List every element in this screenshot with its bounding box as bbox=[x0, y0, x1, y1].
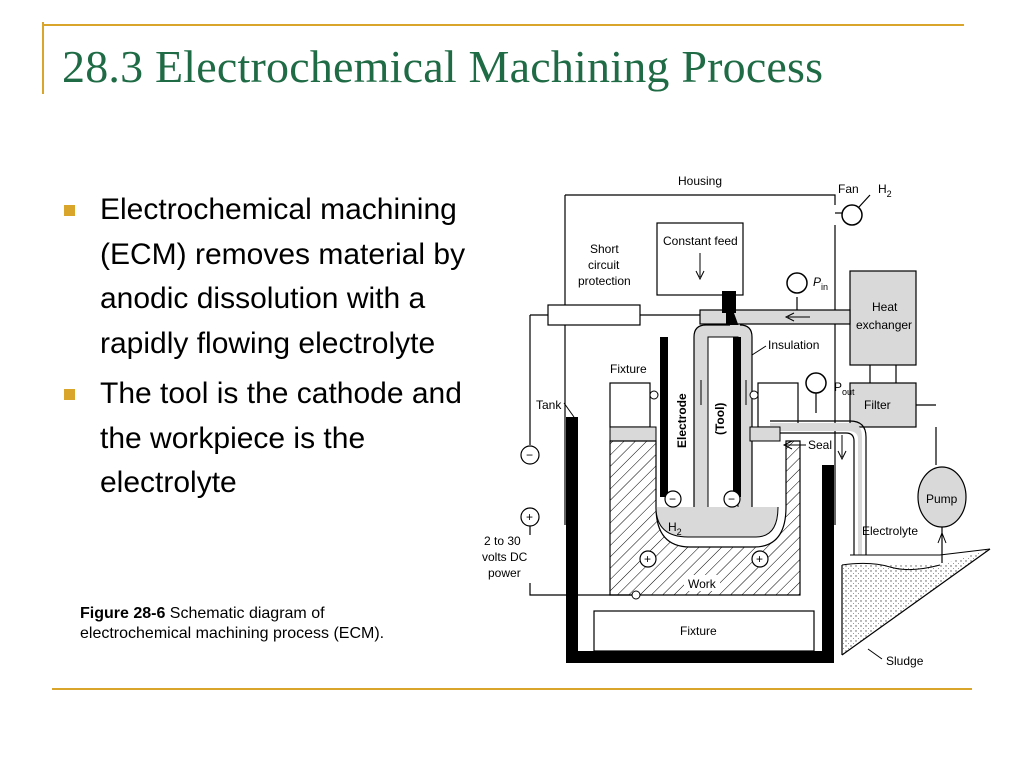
title-accent-horizontal-line bbox=[42, 24, 964, 26]
heat-exchanger-label-2: exchanger bbox=[856, 318, 912, 332]
tank-right-wall bbox=[822, 465, 834, 663]
bullet-item: Electrochemical machining (ECM) removes … bbox=[62, 188, 492, 366]
square-bullet-icon bbox=[64, 205, 75, 216]
cathode-minus-left-icon bbox=[664, 490, 682, 508]
short-circuit-label-3: protection bbox=[578, 274, 631, 288]
electrolyte-label: Electrolyte bbox=[862, 524, 918, 538]
fixture-top-label: Fixture bbox=[610, 362, 647, 376]
svg-text:−: − bbox=[669, 492, 676, 506]
bullet-text: The tool is the cathode and the workpiec… bbox=[100, 377, 462, 499]
tank-bottom bbox=[566, 651, 834, 663]
filter-label: Filter bbox=[864, 398, 891, 412]
seal-label: Seal bbox=[808, 438, 832, 452]
ecm-schematic-diagram: Housing Fan H2 Constant feed Short circu… bbox=[482, 174, 991, 668]
p-in-label: Pin bbox=[813, 275, 828, 292]
fixture-top-left bbox=[609, 382, 651, 428]
bullet-item: The tool is the cathode and the workpiec… bbox=[62, 372, 492, 506]
housing-outline bbox=[565, 194, 836, 205]
sludge-label: Sludge bbox=[886, 654, 924, 668]
svg-text:−: − bbox=[728, 492, 735, 506]
fixture-bottom bbox=[593, 610, 815, 652]
constant-feed-label: Constant feed bbox=[663, 234, 738, 248]
figure-label: Figure 28-6 bbox=[80, 605, 166, 622]
p-out-label: Pout bbox=[834, 380, 855, 397]
svg-text:+: + bbox=[644, 552, 651, 566]
h2-top-label: H2 bbox=[878, 182, 892, 199]
electrode-insulation-right bbox=[733, 337, 741, 497]
footer-accent-line bbox=[52, 688, 972, 690]
tank-left-wall bbox=[566, 417, 578, 663]
bullet-text: Electrochemical machining (ECM) removes … bbox=[100, 193, 466, 360]
voltage-label-3: power bbox=[488, 566, 521, 580]
tank-label: Tank bbox=[536, 398, 562, 412]
figure-caption-text: Schematic diagram of electrochemical mac… bbox=[80, 605, 385, 642]
svg-text:+: + bbox=[756, 552, 763, 566]
slide-title: 28.3 Electrochemical Machining Process bbox=[62, 41, 824, 92]
bullet-list: Electrochemical machining (ECM) removes … bbox=[62, 188, 492, 512]
square-bullet-icon bbox=[64, 389, 75, 400]
fixture-bottom-label: Fixture bbox=[680, 624, 717, 638]
short-circuit-box bbox=[547, 304, 641, 326]
pressure-in-gauge-icon bbox=[786, 272, 808, 294]
electrode-insulation-left bbox=[660, 337, 668, 497]
short-circuit-label-1: Short bbox=[590, 242, 619, 256]
cathode-minus-right-icon bbox=[723, 490, 741, 508]
heat-exchanger-label-1: Heat bbox=[872, 300, 898, 314]
voltage-label-2: volts DC bbox=[482, 550, 528, 564]
supply-pipe bbox=[699, 309, 851, 325]
figure-caption: Figure 28-6 Schematic diagram of electro… bbox=[80, 604, 410, 644]
anode-plus-right-icon bbox=[751, 550, 769, 568]
h2-exhaust-arrow bbox=[858, 194, 871, 208]
pressure-out-gauge-icon bbox=[805, 372, 827, 394]
heat-exchanger-box bbox=[849, 270, 917, 366]
title-accent-vertical-line bbox=[42, 22, 44, 94]
dc-minus-terminal-icon bbox=[520, 445, 540, 465]
fan-label: Fan bbox=[838, 182, 859, 196]
electrode-holder bbox=[722, 291, 736, 313]
insulation-label: Insulation bbox=[768, 338, 819, 352]
fan-icon bbox=[841, 204, 863, 226]
anode-plus-left-icon bbox=[639, 550, 657, 568]
filter-box bbox=[849, 382, 917, 428]
svg-text:+: + bbox=[526, 510, 533, 524]
short-circuit-label-2: circuit bbox=[588, 258, 620, 272]
svg-text:−: − bbox=[526, 448, 533, 462]
tool-label: (Tool) bbox=[713, 403, 727, 435]
electrode-label: Electrode bbox=[675, 393, 689, 448]
housing-label: Housing bbox=[678, 174, 722, 188]
h2-bottom-label: H2 bbox=[668, 520, 682, 537]
voltage-label-1: 2 to 30 bbox=[484, 534, 521, 548]
work-label: Work bbox=[688, 577, 717, 591]
pump-label: Pump bbox=[926, 492, 958, 506]
